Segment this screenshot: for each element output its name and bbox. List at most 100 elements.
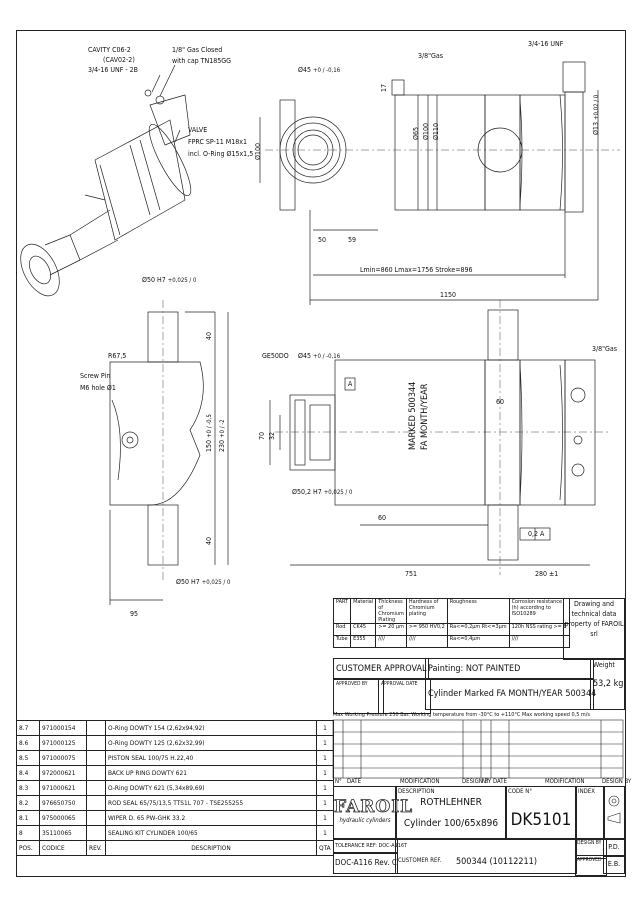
bom-desc: SEALING KIT CYLINDER 100/65 [105, 825, 317, 841]
spec-cell: 120h NSS rating >= 8 [508, 623, 570, 636]
screw-pin-hole-label: M6 hole Ø1 [80, 384, 116, 392]
side-view-middle [269, 300, 610, 575]
code-box: CODE N° DK5101 [505, 786, 577, 840]
dim-60b: 60 [496, 398, 505, 406]
rev-header-mod: MODIFICATION [400, 778, 440, 785]
description-label: DESCRIPTION [398, 788, 435, 795]
rev-header-mod2: MODIFICATION [545, 778, 585, 785]
spec-header: Hardness of Chromium plating [405, 598, 448, 624]
bom-desc: ROD SEAL 65/75/13,5 TTS1L 707 - TSE25525… [105, 795, 317, 811]
index-label: INDEX [578, 788, 595, 795]
bom-pos: 8.4 [16, 765, 40, 781]
bom-desc: PISTON SEAL 100/75 H.22,40 [105, 750, 317, 766]
bom-header-code: CODICE [39, 840, 87, 856]
spec-cell: Tube [332, 635, 352, 648]
bom-code: 976650750 [39, 795, 87, 811]
dim-32: 32 [268, 431, 276, 440]
spec-cell: E355 [350, 635, 377, 648]
revision-grid [332, 719, 624, 779]
spec-cell: Rod [332, 623, 352, 636]
description-box: DESCRIPTION ROTHLEHNER Cylinder 100/65x8… [395, 786, 507, 840]
bom-rev [86, 720, 106, 736]
bom-code: 971000075 [39, 750, 87, 766]
bom-header-pos: POS. [16, 840, 40, 856]
drawing-frame [16, 30, 626, 877]
spec-cell: //// [375, 635, 407, 648]
customer-ref-box: CUSTOMER REF. 500344 (10112211) [395, 838, 577, 874]
bom-rev [86, 750, 106, 766]
bom-code: 975000065 [39, 810, 87, 826]
dim-59: 59 [348, 236, 357, 244]
bom-desc: O-Ring DOWTY 154 (2,62x94,92) [105, 720, 317, 736]
dim-1150: 1150 [440, 291, 457, 299]
bom-pos: 8.5 [16, 750, 40, 766]
bom-qty: 1 [316, 720, 334, 736]
bom-rev [86, 810, 106, 826]
code-label: CODE N° [508, 788, 533, 795]
dim-70: 70 [258, 431, 266, 440]
spec-cell: Ra<=0,4μm [446, 635, 510, 648]
index-box: INDEX [575, 786, 605, 840]
datum-a: A [348, 380, 353, 388]
approved-label: APPROVED [575, 855, 607, 876]
spec-header: Corrosion resistance (h) according to IS… [508, 598, 570, 624]
bom-header-desc: DESCRIPTION [105, 840, 317, 856]
dim-r675: R67,5 [108, 352, 127, 360]
bom-qty: 1 [316, 750, 334, 766]
approved: E.B. [603, 855, 625, 874]
bom-desc: BACK UP RING DOWTY 621 [105, 765, 317, 781]
company-name: ROTHLEHNER [420, 797, 482, 808]
dim-50: 50 [318, 236, 327, 244]
customer-ref: 500344 (10112211) [456, 857, 537, 867]
customer-ref-label: CUSTOMER REF. [398, 857, 442, 864]
drawing-title: Cylinder 100/65x896 [403, 818, 499, 829]
bom-qty: 1 [316, 825, 334, 841]
part-description: Cylinder Marked FA MONTH/YEAR 500344 [425, 678, 596, 710]
spec-cell: >= 950 HV0,2 [405, 623, 448, 636]
doc-rev: DOC-A116 Rev. C [333, 852, 398, 874]
valve-label: VALVE [188, 126, 208, 134]
spec-header: Material [350, 598, 377, 624]
ge50-label: GE50DO [262, 352, 289, 360]
design-by-label: DESIGN BY [575, 838, 607, 859]
dim-d45-top: Ø45 +0 / -0,16 [298, 66, 341, 74]
rev-header-n: N° [335, 778, 342, 785]
bom-rev [86, 825, 106, 841]
weight-box: Weight 53,2 kg [590, 658, 625, 710]
bom-header-qty: QTA [316, 840, 334, 856]
spec-cell: >= 20 μm [375, 623, 407, 636]
bom-rev [86, 735, 106, 751]
dim-d50h7-mid: Ø50,2 H7 +0,025 / 0 [292, 488, 353, 496]
spec-header: Thickness of Chromium Plating [375, 598, 407, 624]
spec-header: Roughness [446, 598, 510, 624]
drawing-code: DK5101 [510, 810, 572, 830]
bom-pos: 8.1 [16, 810, 40, 826]
valve-oring-label: incl. O-Ring Ø15x1,5 [188, 150, 254, 158]
material-spec-table: PART Material Thickness of Chromium Plat… [332, 598, 570, 648]
rev-header-date: DATE [347, 778, 361, 785]
bom-desc: WIPER D. 65 PW-GHK 33.2 [105, 810, 317, 826]
dim-60a: 60 [378, 514, 387, 522]
cavity-label: CAVITY C06-2 [88, 46, 131, 54]
dim-d45-mid: Ø45 +0 / -0,16 [298, 352, 341, 360]
projection-symbol-icon [607, 795, 621, 824]
bom-code: 35110065 [39, 825, 87, 841]
logo-name: FAROIL [334, 797, 414, 818]
dim-17: 17 [380, 83, 388, 92]
bom-header-rev: REV. [86, 840, 106, 856]
projection-box [603, 786, 625, 840]
bom-code: 971000621 [39, 780, 87, 796]
unf-right-label: 3/4-16 UNF [528, 40, 564, 48]
spec-cell: CK45 [350, 623, 377, 636]
tolerance-ref: TOLERANCE REF: DOC-A116T [333, 838, 407, 854]
bom-pos: 8.7 [16, 720, 40, 736]
marked-label-1: MARKED 500344 [408, 381, 418, 450]
gas-closed-cap-label: with cap TN185GG [172, 57, 232, 65]
